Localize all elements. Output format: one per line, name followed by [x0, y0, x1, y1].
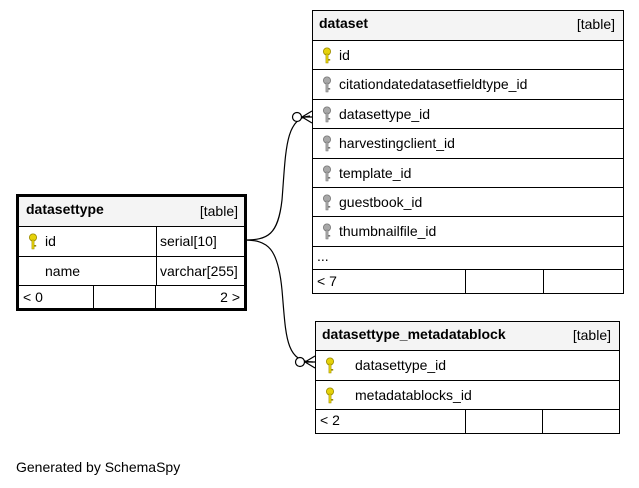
table-kind: [table] — [199, 203, 238, 219]
column-name: template_id — [339, 164, 412, 181]
column-name: datasettype_id — [339, 105, 431, 122]
table-name: datasettype_metadatablock — [322, 326, 506, 342]
column-row[interactable]: datasettype_id — [313, 98, 623, 129]
link-datasettype-to-dataset-zero-marker — [291, 111, 303, 123]
foreign-key-icon — [322, 223, 332, 241]
column-row[interactable]: harvestingclient_id — [313, 128, 623, 158]
table-header: dataset [table] — [313, 11, 623, 41]
column-name: thumbnailfile_id — [339, 223, 437, 240]
column-type: serial[10] — [160, 233, 217, 249]
column-row[interactable]: citationdatedatasetfieldtype_id — [313, 69, 623, 99]
table-header: datasettype_metadatablock [table] — [316, 322, 619, 351]
footer-cell: 2 > — [155, 286, 244, 311]
table-kind: [table] — [572, 327, 611, 343]
footer-cell — [93, 286, 156, 311]
column-name: metadatablocks_id — [355, 386, 472, 403]
table-header: datasettype [table] — [19, 197, 244, 227]
table-kind: [table] — [576, 16, 615, 32]
column-name: datasettype_id — [355, 357, 447, 373]
table-dataset[interactable]: dataset [table] id citationdatedatasetfie… — [312, 10, 624, 294]
column-type: varchar[255] — [160, 262, 238, 279]
column-type-cell: varchar[255] — [156, 256, 244, 286]
more-columns-indicator: ... — [317, 248, 329, 264]
table-datasettype[interactable]: datasettype [table] id serial[10] name varc… — [16, 194, 247, 311]
table-name: dataset — [319, 15, 369, 31]
column-row[interactable]: thumbnailfile_id — [313, 216, 623, 246]
column-name: name — [45, 262, 81, 279]
column-row[interactable]: metadatablocks_id — [316, 379, 619, 411]
footer-cell — [542, 410, 619, 434]
link-datasettype-to-dataset-crowfoot — [301, 110, 313, 124]
foreign-key-icon — [322, 165, 332, 183]
column-row[interactable]: template_id — [313, 157, 623, 188]
column-name: harvestingclient_id — [339, 135, 455, 152]
column-name: citationdatedatasetfieldtype_id — [339, 76, 528, 93]
foreign-key-icon — [322, 76, 332, 94]
parent-count[interactable]: < 2 — [320, 412, 340, 428]
link-datasettype-to-metadatablock — [243, 239, 314, 363]
primary-key-icon — [322, 47, 332, 65]
link-datasettype-to-metadatablock-crowfoot — [304, 355, 316, 369]
table-footer: < 0 2 > — [19, 285, 244, 311]
link-datasettype-to-metadatablock-zero-marker — [294, 356, 306, 368]
column-row[interactable]: guestbook_id — [313, 187, 623, 217]
column-name: id — [339, 47, 350, 63]
table-footer: < 2 — [316, 409, 619, 434]
foreign-key-icon — [322, 106, 332, 124]
foreign-key-icon — [322, 135, 332, 153]
column-name: guestbook_id — [339, 194, 423, 210]
link-datasettype-to-dataset — [243, 115, 311, 241]
primary-key-icon — [28, 233, 38, 251]
column-row[interactable]: name varchar[255] — [19, 255, 244, 286]
footer-cell — [465, 270, 544, 294]
column-type-cell: serial[10] — [156, 227, 244, 257]
column-row[interactable]: id — [313, 40, 623, 70]
table-footer: < 7 — [313, 269, 623, 294]
primary-key-icon — [325, 387, 335, 405]
footer-cell — [543, 270, 623, 294]
parent-count[interactable]: < 7 — [317, 273, 337, 289]
parent-count[interactable]: < 0 — [23, 289, 43, 305]
more-columns-row: ... — [313, 246, 623, 270]
generator-footer: Generated by SchemaSpy — [16, 459, 181, 475]
child-count[interactable]: 2 > — [220, 289, 240, 305]
footer-cell — [465, 410, 543, 434]
foreign-key-icon — [322, 194, 332, 212]
column-row[interactable]: datasettype_id — [316, 350, 619, 381]
primary-key-icon — [325, 357, 335, 375]
table-datasettype-metadatablock[interactable]: datasettype_metadatablock [table] datase… — [315, 321, 620, 434]
column-name: id — [45, 233, 56, 249]
column-row[interactable]: id serial[10] — [19, 226, 244, 257]
table-name: datasettype — [26, 201, 104, 217]
